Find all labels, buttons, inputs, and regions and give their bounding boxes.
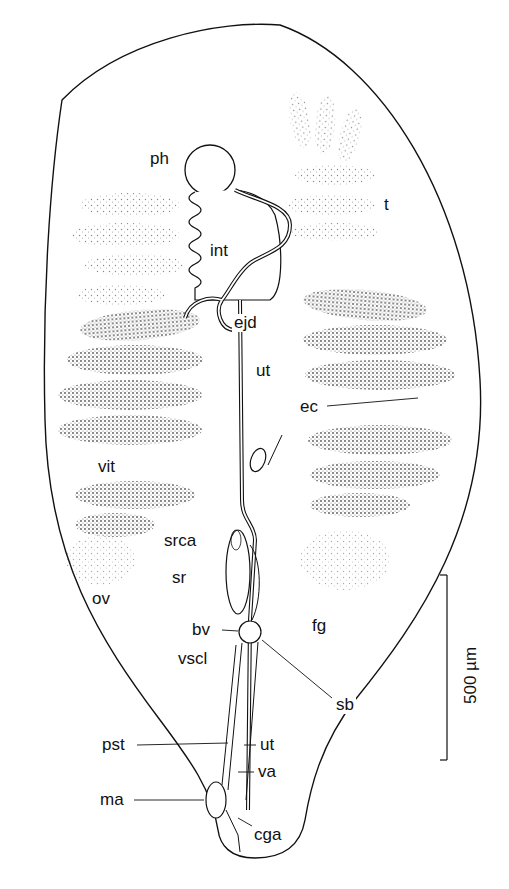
bulb	[239, 621, 261, 643]
scale-bar	[440, 575, 447, 760]
vitellaria	[58, 285, 455, 537]
part-label: sr	[170, 569, 188, 587]
ejaculatory-duct	[185, 190, 290, 330]
testes	[285, 91, 380, 241]
part-label: ejd	[232, 314, 259, 332]
leader-lines	[134, 398, 418, 826]
pharynx	[185, 145, 235, 195]
part-label: srca	[162, 532, 198, 550]
scale-label: 500 µm	[462, 645, 480, 706]
vitellaria-upper	[70, 193, 185, 305]
part-label: ec	[298, 398, 320, 416]
part-label: fg	[310, 617, 328, 635]
part-label: t	[382, 196, 391, 214]
seminal-receptacle	[226, 530, 250, 614]
part-label: ph	[148, 150, 171, 168]
ducts	[222, 642, 258, 800]
part-label: cga	[252, 826, 283, 844]
part-label: ma	[98, 791, 126, 809]
body-outline	[44, 24, 480, 858]
part-label: va	[256, 763, 278, 781]
part-label: sb	[334, 696, 356, 714]
part-label: bv	[190, 621, 212, 639]
male-atrium	[206, 782, 226, 818]
part-label: ut	[254, 362, 272, 380]
part-label: vit	[96, 458, 117, 476]
part-label: pst	[100, 736, 127, 754]
part-label: ut	[258, 736, 276, 754]
egg	[247, 446, 268, 473]
part-label: ov	[90, 590, 112, 608]
part-label: int	[208, 242, 230, 260]
part-label: vscl	[176, 650, 209, 668]
